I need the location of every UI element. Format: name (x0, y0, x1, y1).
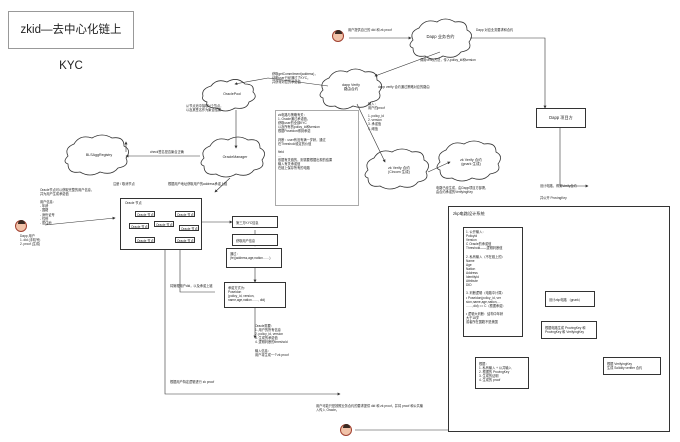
third-party-box: 第三方KYC信息 (232, 216, 278, 228)
zkp-inputs-text: 1. 公开输入： PolicyId Version C Oracle的承诺值 T… (466, 230, 506, 325)
middle-notes-text: zk电路与策略有关： 1. Oracle通过承诺值， 获取user的全部KYC … (278, 113, 333, 171)
keys-box: 根据电路生成 ProvingKey 和 ProvingKey 和 Verifyi… (541, 321, 597, 339)
router-cloud (319, 68, 382, 110)
user-main-text: Dapp 用户 1. did (手机号) 2. proof (生成) (20, 234, 41, 247)
bls-note: check签名是否聚合正确 (150, 150, 184, 154)
clouds (64, 18, 501, 190)
outputs-box: 根据： 1. 私有输入 + 公共输入 2. 根据的 ProvingKey 3. … (475, 357, 529, 389)
zkp-inputs-box: 1. 公开输入： PolicyId Version C Oracle的承诺值 T… (463, 227, 523, 337)
poseidon-label: 承诺方式为： Poseidon (policy_id, version, nam… (228, 286, 266, 303)
user-provide-text: 用户提供自己的 did 和 zk proof (348, 28, 392, 32)
dapp-project-note-2: 并公开 ProvingKey (540, 196, 567, 200)
zkp-system-box: zkp电路设计系统 1. 公开输入： PolicyId Version C Or… (448, 206, 670, 432)
chain-commit-text: 将管理用户did，以及承诺上链 (170, 284, 213, 288)
oracle-register-text: 注册 / 取消节点 (113, 182, 135, 186)
dapp-contract-cloud (409, 18, 472, 60)
get-info-label: 获取用户信息 (236, 239, 256, 243)
dapp-call-router-text: 调用verify方法，传入policy_id和version (420, 58, 476, 62)
oracle-network-box: Oracle 节点 Oracle 节点 Oracle 节点 Oracle 节点 … (120, 198, 202, 250)
oracle-inputs-text: Oracle需要： 1. 用户的所有信息 2. policy_id, versi… (255, 324, 289, 357)
oracle-pool-cloud (202, 79, 256, 112)
router-ask-oracle-text: 获取getCommitment(address)， 证明user已经通过了KYC… (272, 72, 318, 85)
get-info-box: 获取用户信息 (232, 234, 278, 246)
keys-label: 根据电路生成 ProvingKey 和 ProvingKey 和 Verifyi… (545, 326, 586, 335)
zk-verify-cloud (364, 148, 429, 190)
oracle-node: Oracle 节点 (175, 211, 195, 217)
user-bottom-text: 用户可能只是按照业务合约的要求提供 did 和 zk proof，并将 proo… (316, 404, 423, 413)
user-avatar-left (15, 220, 27, 232)
zk-verify-cloud-2 (436, 140, 501, 182)
third-party-label: 第三方KYC信息 (236, 221, 259, 225)
gnark-label: 设计zkp电路 （gnark） (549, 298, 582, 302)
oracle-node: Oracle 节点 (175, 237, 195, 243)
zk-verify-label-2: zk Verify 合约 (gnark 生成) (460, 158, 482, 167)
router-inputs-text: 输入： 用户的proof 1. policy_id 2. version 3. … (368, 102, 385, 131)
verify-label: 根据 VerifyingKey 生成 Solidity verifier 合约 (607, 362, 643, 371)
user-avatar-top (332, 30, 344, 42)
dapp-project-note-1: 设计电路，得到Verify合约 (540, 184, 577, 188)
zk-note: 电路已经生成，由Dapp项目方部署， 由合约承诺的VerifyingKey (436, 186, 489, 195)
gnark-box: 设计zkp电路 （gnark） (545, 291, 595, 307)
user-avatar-bottom (340, 424, 352, 436)
oracle-node: Oracle 节点 (129, 223, 149, 229)
oracle-node-title: Oracle 节点 (125, 201, 142, 205)
zk-verify-label: zk Verify 合约 (Circom 生成) (388, 166, 410, 175)
middle-notes-box: zk电路与策略有关： 1. Oracle通过承诺值， 获取user的全部KYC … (275, 110, 359, 206)
fetch-info-box: 通过： (fe)(address,age,nation……) (226, 248, 282, 268)
oracle-pool-label: OraclePool (223, 92, 241, 96)
oracle-pool-note: 从节点池中抽取N个节点， 以及其签名作为聚合结果 (186, 104, 224, 113)
router-to-zkverify-text: dapp verify 合约通过策略对应的路由 (378, 85, 430, 89)
dapp-to-project-text: Dapp 对应业务要求和合约 (476, 28, 514, 32)
oracle-node: Oracle 节点 (135, 211, 155, 217)
zkp-system-title: zkp电路设计系统 (453, 211, 485, 216)
dapp-project-label: Dapp 项目方 (549, 115, 573, 120)
oracle-manager-cloud (200, 136, 265, 178)
oracle-node: Oracle 节点 (179, 225, 199, 231)
router-label: dapp Verify 路由合约 (342, 83, 360, 92)
user-generate-text: 根据用户特定逻辑进行 zk proof (170, 380, 215, 384)
fetch-info-label: 通过： (fe)(address,age,nation……) (230, 252, 271, 261)
oracle-node: Oracle 节点 (154, 221, 174, 227)
oracle-node: Oracle 节点 (135, 237, 155, 243)
oracle-manager-note: 根据用户地址获取用户的address承诺上链 (168, 182, 228, 186)
bls-cloud (64, 134, 129, 176)
verify-box: 根据 VerifyingKey 生成 Solidity verifier 合约 (603, 357, 661, 375)
page-title: zkid—去中心化链上KYC (8, 11, 134, 72)
dapp-project-box: Dapp 项目方 (536, 108, 586, 128)
dapp-contract-label: Dapp 业务合约 (426, 34, 455, 39)
bls-label: BLSAggRegistry (85, 153, 113, 157)
oracle-manager-label: OracleManager (222, 155, 248, 159)
oracle-description: Oracle节点可以获取完整的用户信息， 并为用户生成承诺值 用户信息： - 年… (40, 188, 95, 225)
outputs-label: 根据： 1. 私有输入 + 公共输入 2. 根据的 ProvingKey 3. … (479, 362, 512, 383)
poseidon-box: 承诺方式为： Poseidon (policy_id, version, nam… (224, 282, 286, 308)
